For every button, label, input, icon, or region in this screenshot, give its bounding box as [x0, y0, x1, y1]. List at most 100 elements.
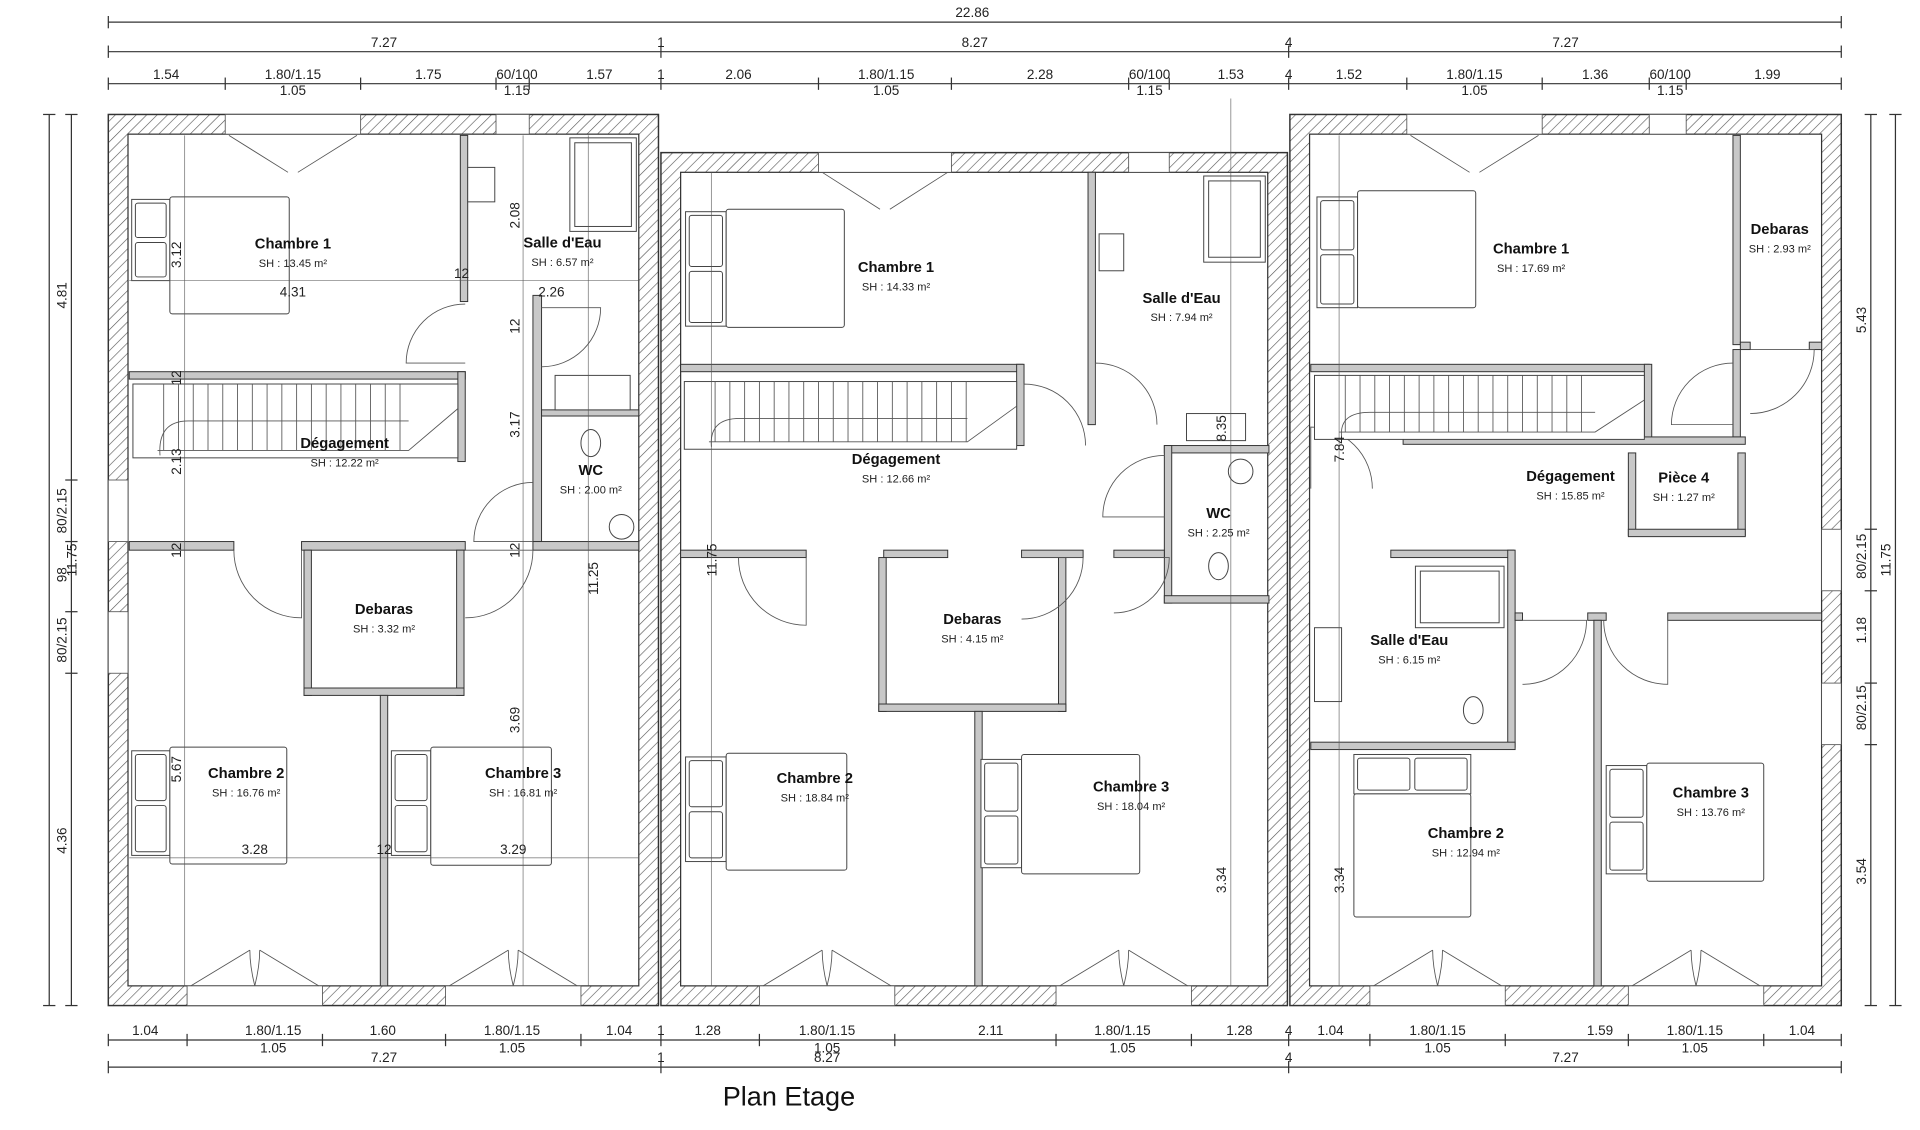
- dimension-label: 4: [1285, 35, 1293, 50]
- room-label: Chambre 2SH : 16.76 m²: [208, 766, 284, 799]
- door-swing-icon: [473, 482, 533, 542]
- interior-wall: [1627, 452, 1637, 536]
- stair-handrail: [1339, 399, 1645, 433]
- dimension-label: 1: [657, 1023, 665, 1038]
- room-name: Chambre 3: [1093, 779, 1169, 795]
- room-area: SH : 7.94 m²: [1151, 312, 1213, 324]
- dimension-label: 1.80/1.15: [484, 1023, 540, 1038]
- door-swing-icon: [1023, 383, 1086, 446]
- interior-dimension-label: 12: [507, 319, 522, 334]
- dimension-label: 1.05: [280, 83, 306, 98]
- bed-icon: [1605, 762, 1765, 882]
- interior-wall: [1643, 363, 1653, 442]
- room-area: SH : 13.76 m²: [1677, 807, 1746, 819]
- plan-title: Plan Etage: [723, 1080, 855, 1111]
- interior-wall: [680, 549, 807, 559]
- pillow: [394, 805, 428, 853]
- interior-dimension-label: 3.29: [500, 842, 526, 857]
- room-area: SH : 6.15 m²: [1378, 654, 1440, 666]
- bed-mattress: [725, 752, 848, 871]
- interior-wall: [379, 694, 389, 987]
- dimension-label: 1.05: [1682, 1040, 1708, 1055]
- interior-wall: [541, 409, 640, 417]
- dimension-label: 1.05: [1461, 83, 1487, 98]
- dimension-label: 1.05: [873, 83, 899, 98]
- french-window-icon: [449, 949, 578, 987]
- pillow: [688, 811, 723, 859]
- window: [1648, 114, 1687, 135]
- bed-icon: [131, 746, 288, 865]
- pillow: [134, 753, 167, 802]
- window: [107, 479, 129, 542]
- door-swing-icon: [1670, 362, 1733, 426]
- dimension-label: 1.28: [695, 1023, 721, 1038]
- interior-wall: [1739, 341, 1751, 351]
- window: [107, 611, 129, 674]
- door-swing-icon: [233, 550, 302, 619]
- dimension-label: 4: [1285, 1023, 1293, 1038]
- dimension-label: 1.80/1.15: [265, 67, 321, 82]
- bed-mattress: [725, 208, 845, 328]
- dimension-label: 1.28: [1226, 1023, 1252, 1038]
- dimension-label: 7.27: [1552, 35, 1578, 50]
- shower-tray-inner: [1419, 570, 1500, 624]
- toilet-icon: [1462, 696, 1484, 725]
- dimension-label: 60/100: [1650, 67, 1691, 82]
- dimension-label: 1.36: [1582, 67, 1608, 82]
- bed-icon: [1316, 190, 1477, 309]
- bed-icon: [685, 208, 845, 328]
- french-window-icon: [1410, 135, 1539, 173]
- room-area: SH : 17.69 m²: [1497, 263, 1566, 275]
- dimension-label: 4: [1285, 1050, 1293, 1065]
- room-name: Dégagement: [300, 436, 389, 452]
- french-window-icon: [1631, 949, 1761, 987]
- interior-wall: [1587, 612, 1607, 621]
- dimension-label: 1: [657, 35, 665, 50]
- door-swing-icon: [541, 307, 602, 368]
- stair-treads: [714, 381, 967, 442]
- interior-wall: [1163, 445, 1270, 454]
- dimension-label: 98: [54, 567, 69, 582]
- window: [445, 985, 582, 1006]
- room-area: SH : 18.84 m²: [781, 792, 850, 804]
- pillow: [1414, 757, 1468, 791]
- interior-dimension-label: 3.12: [169, 242, 184, 268]
- interior-wall: [457, 371, 466, 463]
- sink-icon: [1185, 413, 1247, 442]
- interior-dimension-label: 12: [454, 266, 469, 281]
- bed-mattress: [1646, 762, 1765, 882]
- pillow: [134, 805, 167, 853]
- dimension-label: 7.27: [1552, 1050, 1578, 1065]
- dimension-label: 1.80/1.15: [799, 1023, 855, 1038]
- room-label: Chambre 2SH : 12.94 m²: [1428, 826, 1504, 859]
- room-name: Salle d'Eau: [1370, 633, 1448, 649]
- french-window-icon: [190, 949, 319, 987]
- interior-wall: [303, 549, 312, 696]
- interior-dimension-label: 11.25: [586, 562, 601, 595]
- dimension-label: 1.59: [1587, 1023, 1613, 1038]
- interior-wall: [1016, 363, 1025, 447]
- interior-dimension-label: 12: [376, 842, 391, 857]
- dimension-label: 1.15: [504, 83, 530, 98]
- dimension-label: 1.80/1.15: [858, 67, 914, 82]
- dimension-label: 1.99: [1754, 67, 1780, 82]
- room-name: Chambre 2: [208, 766, 284, 782]
- toilet-icon: [1208, 552, 1229, 581]
- dimension-label: 1.18: [1854, 617, 1869, 643]
- dimension-label: 1.53: [1218, 67, 1244, 82]
- interior-dimension-label: 4.31: [280, 285, 306, 300]
- interior-wall: [301, 541, 466, 551]
- toilet-icon: [580, 429, 602, 458]
- pillow: [1320, 254, 1355, 305]
- dimension-label: 1.52: [1336, 67, 1362, 82]
- interior-dimension-label: 7.84: [1332, 436, 1347, 463]
- stair-arrow-icon: [159, 420, 409, 456]
- room-label: Chambre 1SH : 13.45 m²: [255, 237, 331, 270]
- door-swing-icon: [1094, 362, 1158, 425]
- door-swing-icon: [1522, 619, 1587, 685]
- interior-dimension-label: 12: [169, 543, 184, 558]
- room-name: Chambre 1: [1493, 242, 1569, 258]
